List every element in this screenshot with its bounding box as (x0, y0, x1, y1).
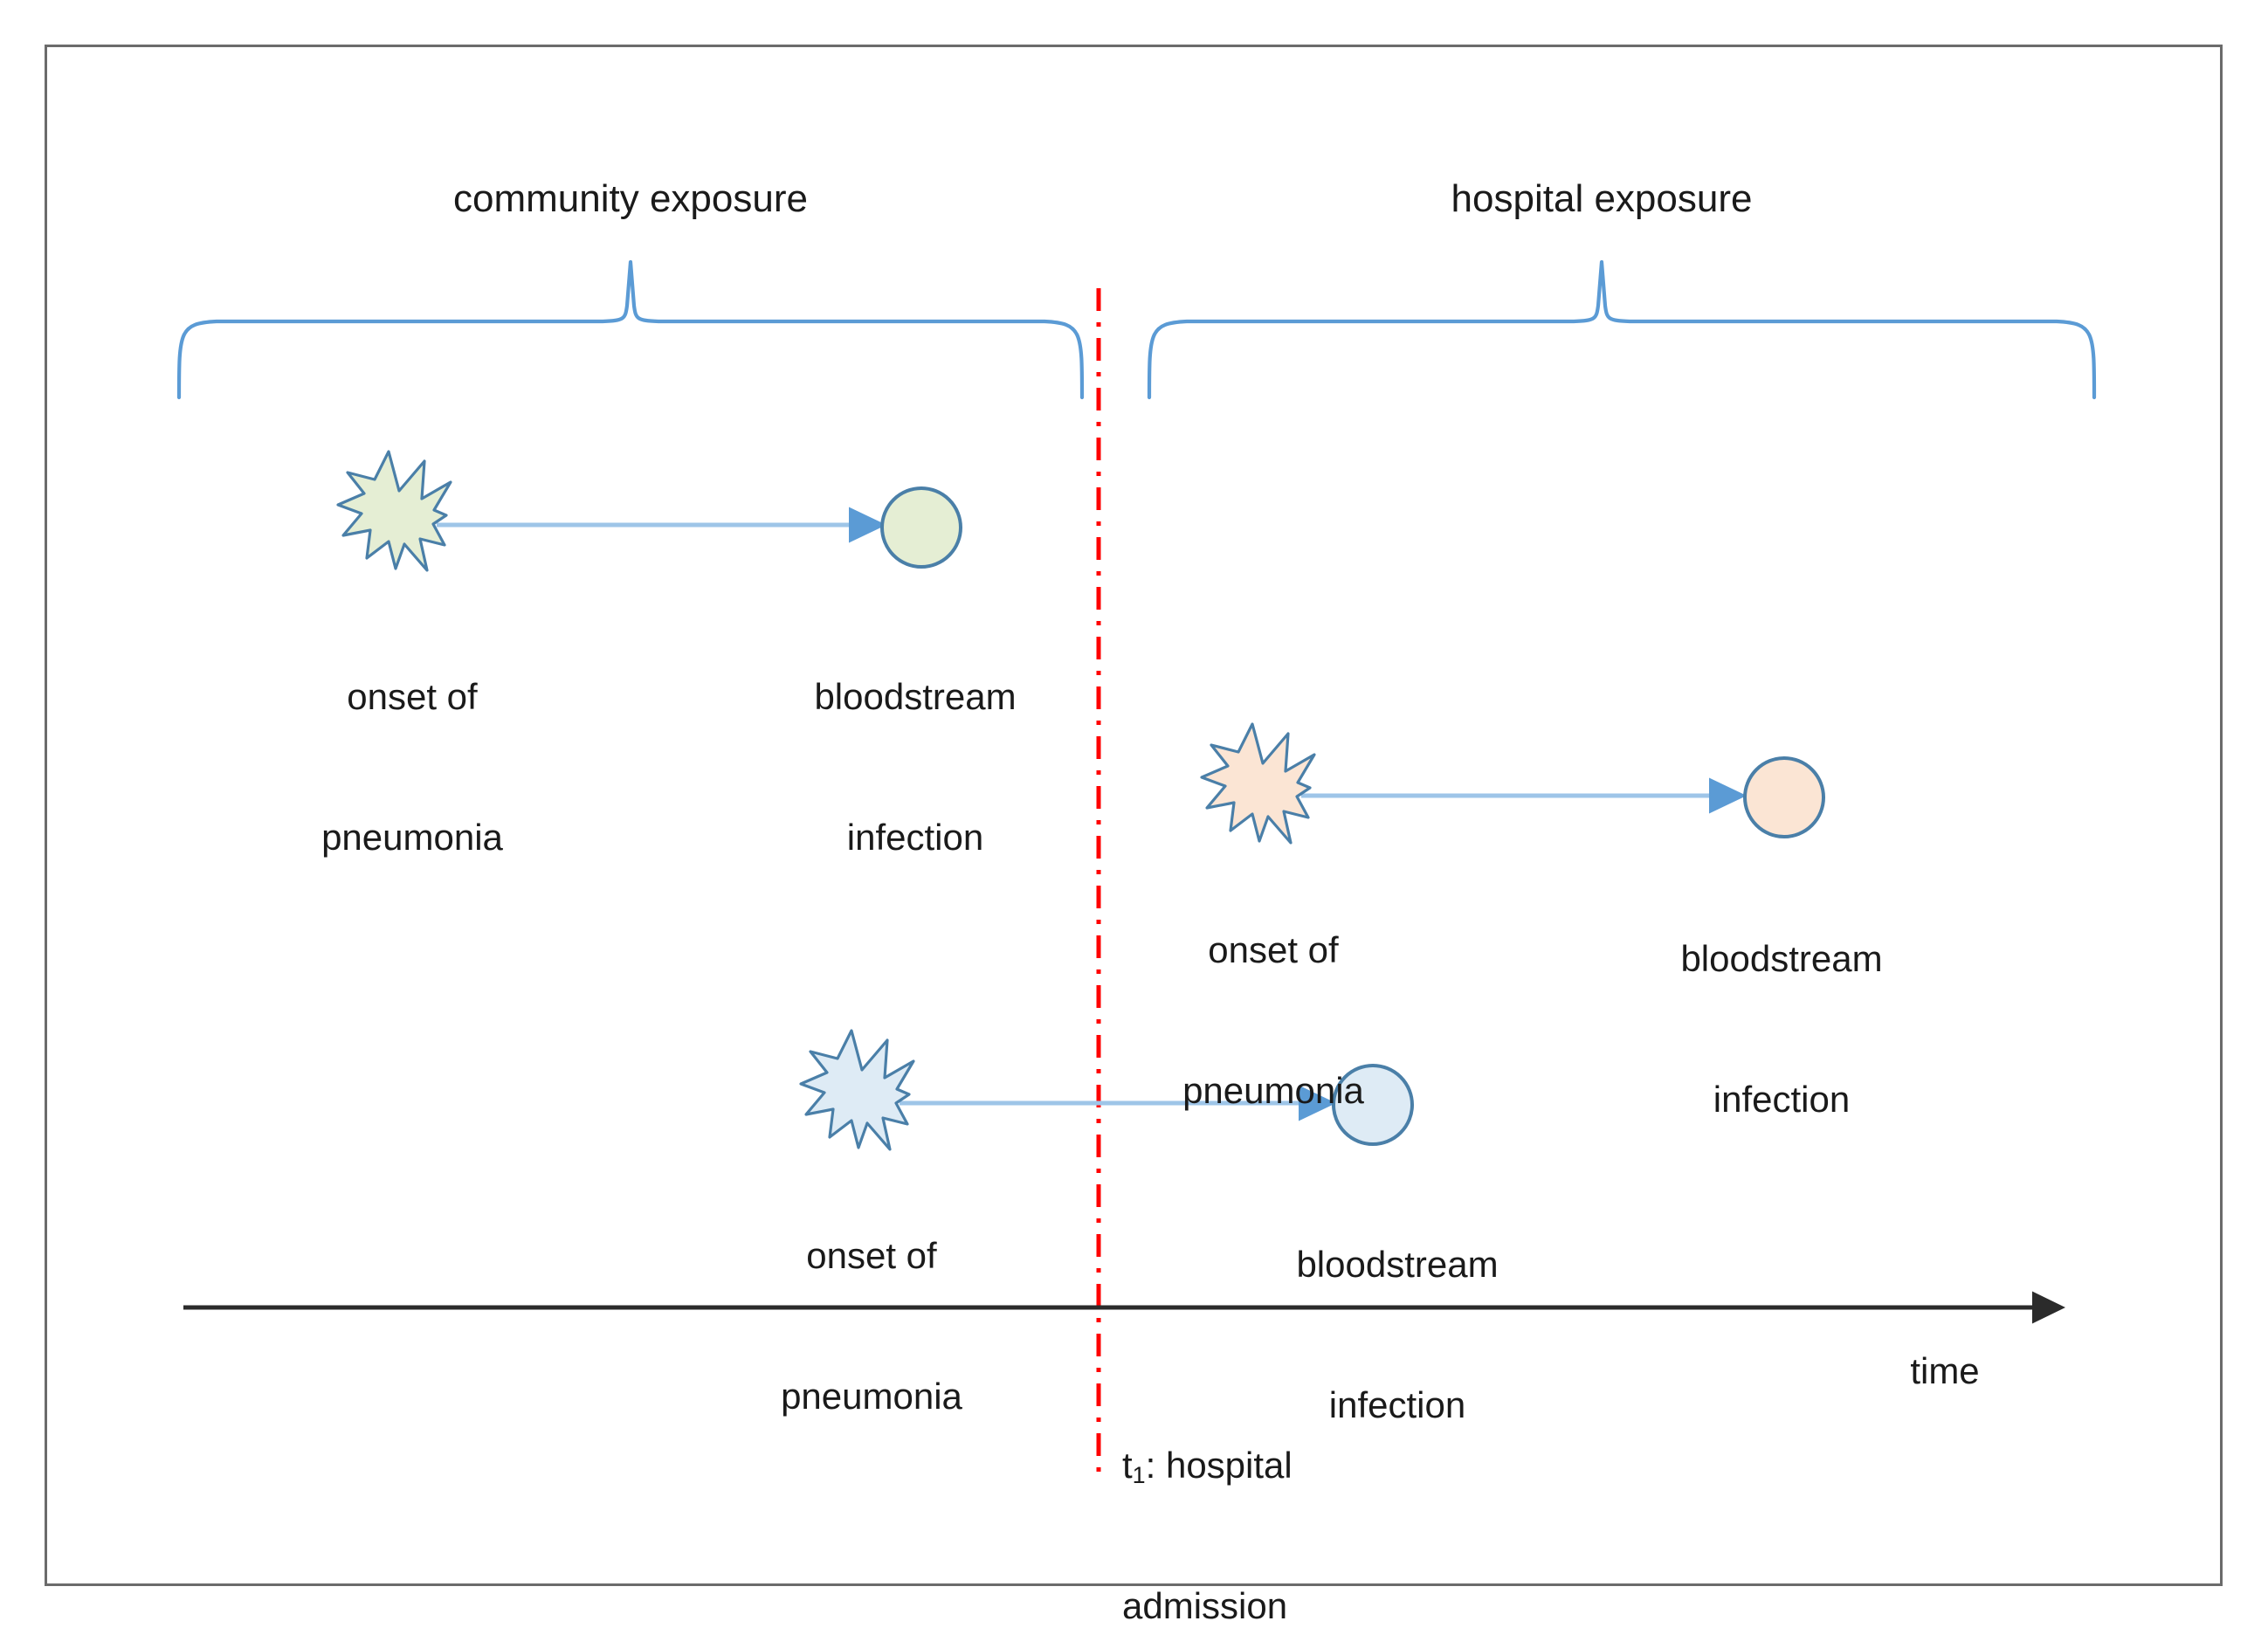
phase-label-community: community exposure (453, 177, 808, 220)
patient-1-outcome-label: bloodstream infection (714, 579, 1116, 955)
patient-1-onset-label-line2: pneumonia (321, 816, 503, 858)
patient-3-outcome-label-line2: infection (1328, 1383, 1466, 1425)
patient-3-onset-label-line2: pneumonia (781, 1375, 962, 1417)
hospital-admission-label: t1: hospital admission (1122, 1348, 1576, 1628)
time-axis-label: time (1910, 1350, 1980, 1391)
patient-3-outcome-label-line1: bloodstream (1296, 1243, 1499, 1285)
patient-1-onset-label: onset of pneumonia (229, 579, 596, 955)
patient-2-outcome-label: bloodstream infection (1581, 841, 1982, 1217)
patient-2-onset-label-line2: pneumonia (1182, 1069, 1364, 1111)
hospital-admission-label-suffix: : hospital (1145, 1444, 1293, 1486)
patient-3-onset-label: onset of pneumonia (688, 1138, 1055, 1514)
hospital-admission-label-line2: admission (1122, 1584, 1288, 1626)
hospital-admission-label-subscript: 1 (1132, 1462, 1146, 1489)
patient-1-onset-label-line1: onset of (347, 675, 478, 717)
patient-2-outcome-label-line2: infection (1713, 1078, 1851, 1120)
patient-2-onset-label-line1: onset of (1208, 928, 1339, 970)
phase-label-hospital: hospital exposure (1451, 177, 1753, 220)
hospital-admission-label-t: t (1122, 1444, 1133, 1486)
patient-3-outcome-label: bloodstream infection (1196, 1147, 1598, 1522)
hospital-admission-label-line1: t1: hospital (1122, 1442, 1576, 1489)
patient-2-outcome-label-line1: bloodstream (1680, 937, 1883, 979)
patient-2-onset-label: onset of pneumonia (1090, 832, 1457, 1208)
patient-3-onset-label-line1: onset of (806, 1234, 937, 1276)
patient-1-outcome-label-line1: bloodstream (814, 675, 1017, 717)
patient-1-outcome-label-line2: infection (846, 816, 984, 858)
